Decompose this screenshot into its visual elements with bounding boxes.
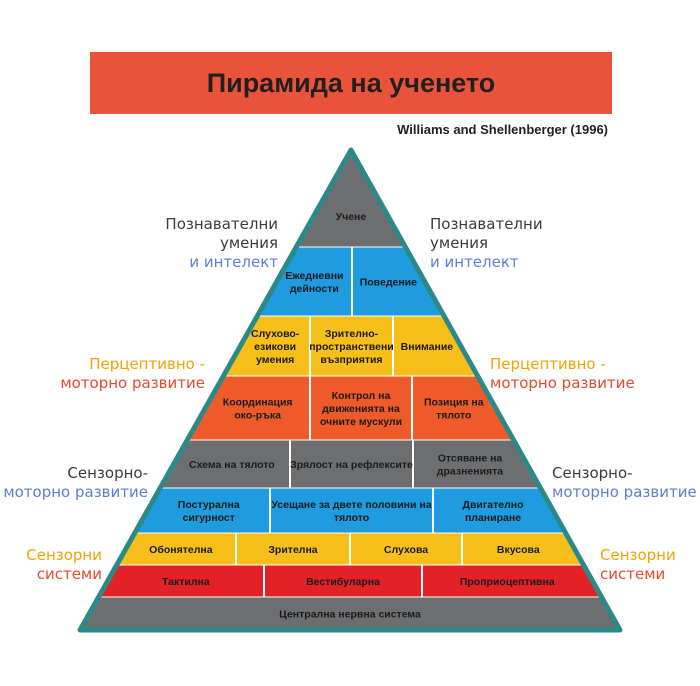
- cell-text: Тактилна: [162, 576, 210, 588]
- pyramid-cell: Учене: [336, 211, 367, 223]
- cell-text: дейности: [290, 283, 339, 295]
- label-sensory-right: Сензорни системи: [600, 546, 676, 583]
- cell-text: Зрително-: [325, 328, 379, 340]
- label-perceptual-left: Перцептивно - моторно развитие: [60, 355, 205, 392]
- cell-text: око-ръка: [234, 410, 281, 422]
- cell-text: Слухова: [384, 544, 428, 556]
- pyramid-cell: Внимание: [401, 341, 454, 353]
- pyramid-cell: Схема на тялото: [189, 459, 275, 471]
- pyramid-cell: Проприоцептивна: [460, 576, 555, 588]
- pyramid-level-9: Централна нервна система: [79, 596, 621, 631]
- cell-text: Обонятелна: [149, 544, 213, 556]
- label-sensorimotor-right: Сензорно- моторно развитие: [552, 464, 697, 501]
- cell-text: Усещане за двете половини на: [271, 499, 431, 511]
- pyramid-cell: Тактилна: [162, 576, 210, 588]
- pyramid-cell: Вкусова: [497, 544, 540, 556]
- cell-text: Вкусова: [497, 544, 540, 556]
- pyramid-level-3: Слухово-езиковиуменияЗрително-пространст…: [222, 315, 479, 377]
- cell-text: Ежедневни: [285, 270, 343, 282]
- cell-text: тялото: [436, 410, 471, 422]
- cell-text: сигурност: [183, 512, 235, 524]
- cell-text: Слухово-: [251, 328, 300, 340]
- pyramid-level-8: Тактилна Вестибуларна Проприоцептивна: [97, 564, 603, 598]
- label-cognitive-left: Познавателни умения и интелект: [165, 215, 278, 271]
- label-sensorimotor-left: Сензорно- моторно развитие: [3, 464, 148, 501]
- cell-text: дразненията: [437, 466, 504, 478]
- cell-text: Зрялост на рефлексите: [290, 459, 413, 471]
- pyramid-cell: Зрителна: [268, 544, 317, 556]
- pyramid-outline: [77, 147, 623, 633]
- cell-text: Централна нервна система: [279, 609, 421, 621]
- cell-text: тялото: [334, 512, 369, 524]
- pyramid-level-1: Учене: [295, 148, 407, 248]
- cell-text: Контрол на: [332, 390, 391, 402]
- label-cognitive-right: Познавателни умения и интелект: [430, 215, 543, 271]
- cell-text: планиране: [465, 512, 521, 524]
- cell-text: Двигателно: [463, 499, 524, 511]
- pyramid-cell: Централна нервна система: [279, 609, 421, 621]
- cell-text: пространствени: [309, 341, 394, 353]
- pyramid-level-5: Схема на тялото Зрялост на рефлексите Отся…: [159, 439, 542, 489]
- cell-text: езикови: [254, 341, 296, 353]
- label-perceptual-right: Перцептивно - моторно развитие: [490, 355, 635, 392]
- pyramid-cell: Обонятелна: [149, 544, 213, 556]
- cell-text: Отсяване на: [438, 453, 503, 465]
- level-band: [295, 148, 407, 248]
- cell-text: очните мускули: [320, 416, 402, 428]
- cell-text: Постурална: [178, 499, 240, 511]
- cell-text: Координация: [223, 397, 293, 409]
- cell-text: умения: [256, 354, 294, 366]
- pyramid-cell: Поведение: [360, 277, 417, 289]
- cell-text: Вестибуларна: [306, 576, 380, 588]
- page-title: Пирамида на ученето: [206, 67, 496, 98]
- label-sensory-left: Сензорни системи: [26, 546, 102, 583]
- cell-text: движенията на: [322, 403, 400, 415]
- cell-text: Зрителна: [268, 544, 317, 556]
- citation: Williams and Shellenberger (1996): [397, 122, 608, 137]
- cell-text: Проприоцептивна: [460, 576, 555, 588]
- cell-text: Внимание: [401, 341, 454, 353]
- pyramid-level-7: Обонятелна Зрителна Слухова Вкусова: [115, 532, 585, 566]
- title-banner: Пирамида на ученето: [90, 52, 612, 114]
- cell-text: Схема на тялото: [189, 459, 275, 471]
- cell-text: Позиция на: [424, 397, 484, 409]
- pyramid-cell: Слухова: [384, 544, 428, 556]
- pyramid-cell: Вестибуларна: [306, 576, 380, 588]
- cell-text: Поведение: [360, 277, 417, 289]
- cell-text: Учене: [336, 211, 367, 223]
- cell-text: възприятия: [320, 354, 382, 366]
- pyramid-cell: Зрялост на рефлексите: [290, 459, 413, 471]
